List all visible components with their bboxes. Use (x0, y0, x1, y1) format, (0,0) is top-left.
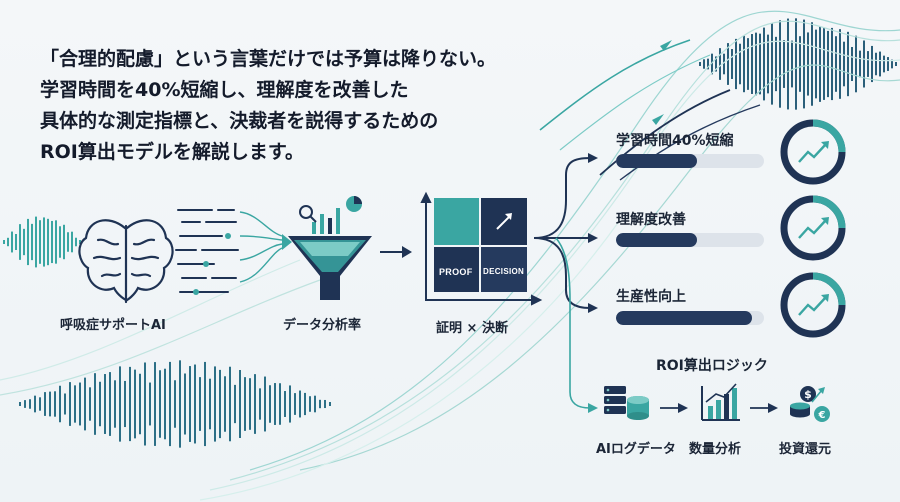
coins-icon: $ € (790, 386, 830, 422)
arrow-right-icon (282, 234, 292, 250)
metric-bar-fill (616, 154, 698, 168)
matrix-quad-decision: DECISION (481, 247, 527, 292)
headline-line: 具体的な測定指標と、決裁者を説得するための (40, 110, 439, 132)
arrow-right-icon (588, 403, 598, 413)
sound-wave-top (699, 18, 897, 110)
sound-wave-bottom (19, 360, 331, 448)
gauge-icon-1 (780, 119, 846, 185)
gauge-icon-2 (780, 195, 846, 261)
metric-bar-productivity (616, 311, 764, 325)
arrow-right-icon (402, 246, 412, 258)
matrix-quad-top-left (434, 198, 479, 245)
decision-label: DECISION (483, 267, 525, 276)
arrow-up-right-icon (496, 213, 512, 230)
roi-step-return: 投資還元 (779, 442, 832, 457)
converge-lines (239, 211, 283, 283)
stream-arrow-icon (652, 114, 664, 125)
arrow-right-icon (588, 153, 598, 163)
data-dots (193, 233, 231, 295)
roi-step-analysis: 数量分析 (689, 442, 742, 457)
headline-line: ROI算出モデルを解説します。 (40, 141, 304, 163)
metric-label-comprehension: 理解度改善 (616, 212, 686, 228)
brain-label: 呼吸症サポートAI (60, 318, 166, 333)
metric-bar-fill (616, 311, 753, 325)
headline: 「合理的配慮」という言葉だけでは予算は降りない。 学習時間を40%短縮し、理解度… (40, 44, 560, 168)
gauge-icon-3 (780, 272, 846, 338)
matrix-quad-proof: PROOF (434, 247, 479, 292)
headline-line: 「合理的配慮」という言葉だけでは予算は降りない。 (40, 48, 497, 70)
arrow-right-icon (678, 403, 688, 413)
matrix-label: 証明 × 決断 (436, 321, 508, 336)
metric-bar-learning-time (616, 154, 764, 168)
branch-line-roi (555, 237, 591, 409)
stream-arrow-icon (660, 40, 672, 51)
roi-title: ROI算出ロジック (656, 358, 768, 374)
metric-bar-fill (616, 233, 698, 247)
sound-wave-left (3, 216, 81, 268)
brain-icon (78, 219, 174, 304)
data-lines (175, 209, 239, 293)
svg-text:€: € (818, 410, 826, 421)
metric-label-learning-time: 学習時間40%短縮 (616, 133, 734, 149)
arrow-right-icon (588, 233, 598, 243)
matrix-frame (420, 191, 543, 306)
arrow-right-icon (588, 303, 598, 313)
database-icon (604, 386, 649, 420)
funnel-icon (288, 196, 372, 300)
roi-step-log-data: AIログデータ (596, 442, 676, 457)
proof-label: PROOF (439, 267, 473, 277)
metric-label-productivity: 生産性向上 (616, 289, 686, 305)
arrow-right-icon (768, 403, 778, 413)
metric-bar-comprehension (616, 233, 764, 247)
matrix-quad-top-right (481, 198, 527, 245)
svg-text:$: $ (804, 388, 812, 401)
flow-streams (0, 10, 900, 501)
headline-line: 学習時間を40%短縮し、理解度を改善した (40, 79, 409, 101)
funnel-label: データ分析率 (283, 318, 362, 333)
branch-lines (533, 157, 591, 309)
bar-chart-icon (701, 383, 740, 421)
